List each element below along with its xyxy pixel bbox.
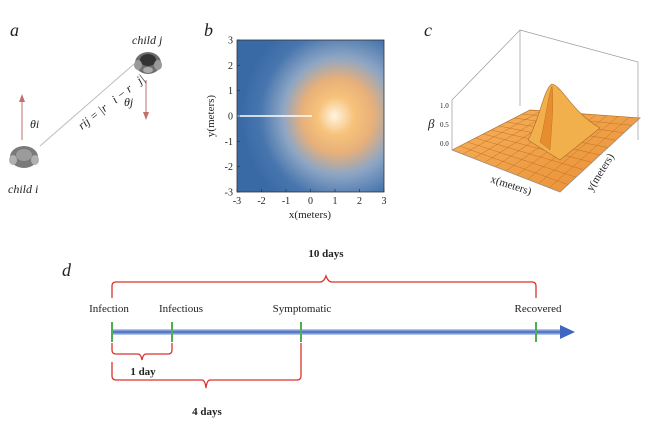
panel-label-a: a — [10, 20, 19, 40]
y-tick-label: 3 — [228, 36, 233, 47]
y-tick-label: 2 — [228, 61, 233, 72]
z-tick-3: 0.0 — [440, 140, 449, 148]
theta-j-label: θj — [124, 95, 134, 109]
z-tick-2: 0.5 — [440, 121, 449, 129]
x-tick-label: -3 — [233, 196, 241, 207]
y-tick-label: -3 — [225, 188, 233, 199]
distance-label: rij = |r⃗i − r⃗j| — [75, 72, 147, 133]
box-back-edges — [451, 29, 639, 140]
timeline-arrow-head — [560, 325, 575, 339]
panel-label-c: c — [424, 20, 432, 40]
surface-grid-line — [549, 117, 630, 188]
brace-4-days — [111, 343, 302, 389]
arrow-head-i — [19, 94, 25, 102]
event-recovered: Recovered — [514, 303, 562, 315]
y-tick-label: -2 — [225, 162, 233, 173]
theta-i-label: θi — [30, 117, 39, 131]
panel-c: c 1.0 0.5 0.0 β x(meters) y(meters) — [424, 20, 641, 198]
y-tick-label: 1 — [228, 86, 233, 97]
timeline-bar — [112, 329, 564, 335]
panel-b: b -3 -2 -1 0 1 2 3 3 2 1 0 -1 -2 -3 x(meters) y(mete… — [204, 20, 387, 221]
x-tick-label: 3 — [382, 196, 387, 207]
y-tick-label: -1 — [225, 137, 233, 148]
box-front-edges — [451, 117, 641, 193]
brace-1-day — [111, 343, 173, 361]
x-ticks: -3 -2 -1 0 1 2 3 — [233, 189, 387, 207]
x-axis-label: x(meters) — [289, 209, 331, 221]
x-tick-label: -1 — [282, 196, 290, 207]
x-tick-label: 0 — [308, 196, 313, 207]
x-tick-label: -2 — [257, 196, 265, 207]
z-tick-1: 1.0 — [440, 102, 449, 110]
panel-label-d: d — [62, 260, 72, 280]
span-10-days: 10 days — [308, 248, 344, 260]
arrow-head-j — [143, 112, 149, 120]
child-i-icon — [9, 146, 39, 168]
panel-d: d 10 days Infection Infectious Symptomat… — [62, 248, 575, 418]
surface-peak-shadow — [539, 85, 554, 151]
event-symptomatic: Symptomatic — [273, 303, 332, 315]
x-tick-label: 2 — [357, 196, 362, 207]
x-tick-label: 1 — [333, 196, 338, 207]
child-i-label: child i — [8, 182, 38, 196]
brace-10-days — [111, 273, 537, 298]
child-j-label: child j — [132, 33, 163, 47]
panel-label-b: b — [204, 20, 213, 40]
event-infection: Infection — [89, 303, 129, 315]
span-4-days: 4 days — [192, 406, 222, 418]
span-1-day: 1 day — [130, 366, 156, 378]
event-infectious: Infectious — [159, 303, 203, 315]
surface-grid — [459, 110, 633, 188]
z-axis-label: β — [427, 116, 435, 131]
y-axis-label: y(meters) — [205, 95, 217, 137]
panel-a: a child j θj rij = |r⃗i − r⃗j| θi child … — [8, 20, 163, 196]
child-j-icon — [134, 52, 162, 74]
y-tick-label: 0 — [228, 112, 233, 123]
surface-grid-line — [538, 116, 619, 184]
y-ticks: 3 2 1 0 -1 -2 -3 — [225, 36, 240, 199]
distance-line — [39, 63, 135, 147]
